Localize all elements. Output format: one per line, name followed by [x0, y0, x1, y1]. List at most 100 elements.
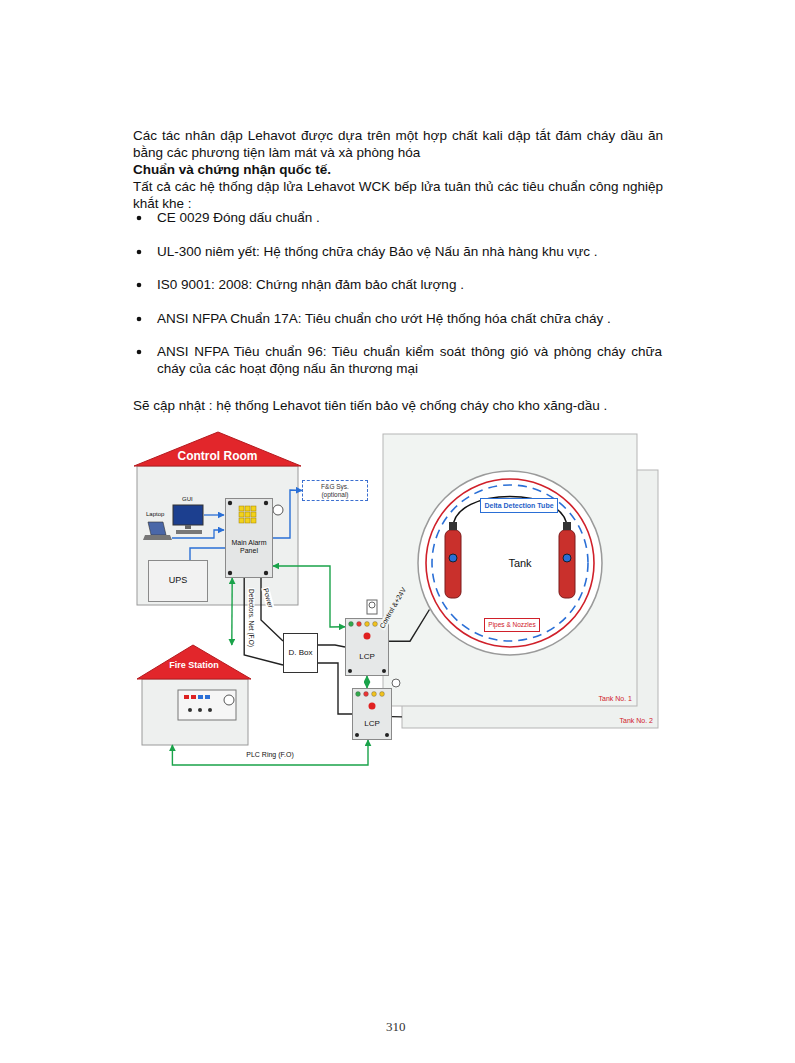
bullet-dot — [137, 216, 142, 221]
connector — [389, 610, 429, 642]
bullet-dot — [137, 283, 142, 288]
indicator-led — [349, 622, 354, 627]
connector — [261, 578, 283, 641]
keypad-key — [245, 518, 250, 523]
connector-label: PLC Ring (F.O) — [245, 751, 294, 759]
node-label: Control Room — [178, 450, 258, 463]
local-control-panel: LCP — [352, 688, 392, 740]
page-number: 310 — [386, 1019, 406, 1034]
indicator-led — [373, 622, 378, 627]
node-label: Main Alarm Panel — [228, 539, 270, 554]
laptop-icon — [143, 522, 172, 540]
node-label: Tank No. 1 — [599, 695, 632, 703]
keypad-key — [239, 518, 244, 523]
body-paragraph: Tất cả các hệ thống dập lửa Lehavot WCK … — [133, 178, 663, 212]
connector-label: Detectors. Net (F.O) — [247, 588, 254, 648]
keypad-key — [251, 512, 256, 517]
connector — [273, 490, 302, 538]
house-roof — [137, 645, 251, 679]
bullet-item: ANSI NFPA Chuẩn 17A: Tiêu chuẩn cho ướt … — [157, 310, 662, 327]
tank-circle: Tank Delta Detection TubePipes & Nozzles — [417, 470, 603, 656]
body-paragraph: Sẽ cập nhật : hệ thống Lehavot tiên tiến… — [133, 397, 663, 414]
connector-label: Power — [261, 586, 274, 609]
bullet-dots — [137, 216, 142, 355]
pipes-box: Pipes & Nozzles — [484, 618, 540, 632]
node-outline — [225, 498, 271, 578]
bullet-item: CE 0029 Đóng dấu chuẩn . — [157, 209, 662, 226]
fire-station-house: Fire Station — [140, 645, 248, 745]
bullet-dot — [137, 317, 142, 322]
section-heading: Chuẩn và chứng nhận quốc tế. — [133, 161, 663, 178]
node-label: UPS — [169, 576, 188, 586]
corner-dot — [228, 501, 232, 505]
body-paragraph: Các tác nhân dập Lehavot được dựa trên m… — [133, 127, 663, 161]
indicator-led — [357, 622, 362, 627]
alarm-led — [364, 633, 371, 640]
alarm-led — [369, 703, 376, 710]
detection-tube-box: Delta Detection Tube — [480, 498, 558, 513]
data-wire — [204, 514, 224, 515]
node-label: Delta Detection Tube — [484, 502, 553, 510]
keypad-key — [239, 506, 244, 511]
keypad-key — [239, 512, 244, 517]
fire-station-panel — [178, 690, 236, 720]
connector — [273, 566, 345, 627]
gauge-symbol — [392, 679, 400, 687]
alarm-panel: Main Alarm Panel — [225, 498, 273, 578]
control-room-house: Control RoomMain Alarm PanelUPS — [137, 432, 298, 605]
indicator-led — [380, 692, 385, 697]
node-label: Fire Station — [169, 661, 219, 671]
tank-outline — [418, 471, 602, 655]
tank-area: Tank No. 1 Tank Delta Detection TubePipes … — [383, 434, 637, 706]
corner-dot — [228, 571, 232, 575]
gauge-symbol — [369, 602, 375, 608]
connector — [172, 740, 368, 765]
icon-label: Laptop — [146, 511, 164, 518]
node-label: Tank — [508, 557, 531, 569]
keypad-key — [251, 518, 256, 523]
icon-label: GUI — [182, 496, 193, 503]
connector — [190, 548, 225, 560]
gauge-symbol — [273, 505, 283, 515]
indicator-led — [365, 622, 370, 627]
bullet-dot — [137, 250, 142, 255]
house-body — [142, 679, 248, 745]
node-outline — [352, 688, 392, 740]
bullet-dot — [137, 350, 142, 355]
node-label: Tank No. 2 — [620, 717, 653, 725]
optional-system-box: F&G Sys. (optional) — [302, 480, 368, 501]
keypad-key — [245, 512, 250, 517]
computer-icon — [173, 505, 203, 534]
keypad-key — [251, 506, 256, 511]
bullet-item: IS0 9001: 2008: Chứng nhận đảm bảo chất … — [157, 276, 662, 293]
house-roof — [134, 432, 301, 466]
connector — [392, 716, 402, 718]
connector — [231, 578, 233, 645]
detection-ring — [432, 485, 588, 641]
connector-label: Control &+24V — [378, 585, 409, 630]
indicator-led — [372, 692, 377, 697]
gauge-symbol — [367, 600, 377, 614]
corner-dot — [348, 669, 352, 673]
node-label: LCP — [364, 720, 380, 729]
connector — [318, 645, 345, 647]
keypad-key — [245, 506, 250, 511]
indicator-led — [364, 692, 369, 697]
corner-dot — [382, 669, 386, 673]
node-label: Pipes & Nozzles — [488, 621, 535, 628]
distribution-box: D. Box — [283, 633, 318, 673]
node-label: LCP — [359, 653, 375, 662]
node-label: F&G Sys. (optional) — [313, 483, 357, 497]
corner-dot — [355, 733, 359, 737]
bullet-item: ANSI NFPA Tiêu chuẩn 96: Tiêu chuẩn kiểm… — [157, 343, 662, 377]
sprinkler-ring — [426, 479, 594, 647]
connector — [366, 676, 367, 688]
house-body — [137, 466, 298, 605]
corner-dot — [264, 571, 268, 575]
corner-dot — [264, 501, 268, 505]
bullet-item: UL-300 niêm yết: Hệ thống chữa cháy Bảo … — [157, 243, 662, 260]
connector — [244, 578, 283, 665]
tank-area-ground — [383, 434, 637, 706]
data-wire — [172, 530, 224, 538]
